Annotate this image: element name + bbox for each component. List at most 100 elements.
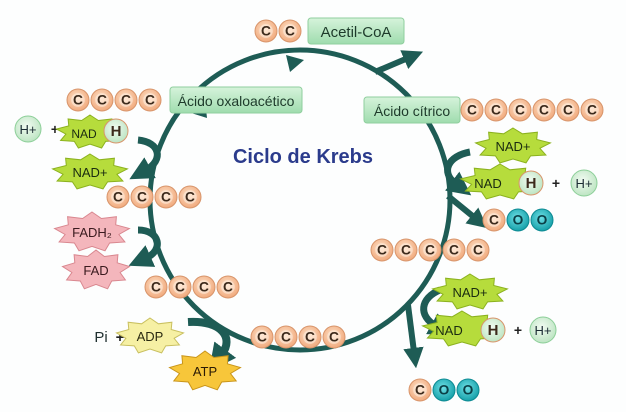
succinyl-carbons-atom-4-label: C xyxy=(329,330,339,345)
acetyl-box xyxy=(307,17,405,45)
citric-label: Ácido cítrico xyxy=(374,103,450,119)
nadh-hydrogen-2-label: H xyxy=(488,322,499,339)
succinyl-carbons-atom-1-label: C xyxy=(257,330,267,345)
oxaloacetic-label: Ácido oxaloacético xyxy=(178,93,295,109)
adp-label: ADP xyxy=(137,329,164,344)
citric-carbons-atom-3-label: C xyxy=(515,103,525,118)
plus-right-2: + xyxy=(514,322,522,338)
ketoglutarate-carbons-atom-1-label: C xyxy=(377,243,387,258)
succinate-carbons-atom-3: C xyxy=(154,185,178,209)
fad-star xyxy=(61,249,131,290)
h-plus-left xyxy=(14,115,42,143)
co2-bottom-atom-1: C xyxy=(408,378,432,402)
nadh-hydrogen-left-label: H xyxy=(111,123,122,140)
acetyl-carbons-atom-1-label: C xyxy=(261,24,271,39)
pi-label: Pi xyxy=(94,329,107,346)
co2-top-atom-1: C xyxy=(482,208,506,232)
co2-top-atom-2-label: O xyxy=(513,213,524,228)
nadh-hydrogen-2: H xyxy=(480,317,506,343)
oxaloacetic-carbons-atom-2-label: C xyxy=(97,93,107,108)
h-plus-right-2 xyxy=(529,316,557,344)
fumarate-carbons-atom-3: C xyxy=(192,275,216,299)
oxaloacetic-box xyxy=(169,86,303,114)
ketoglutarate-carbons-atom-1: C xyxy=(370,238,394,262)
plus-left-1: + xyxy=(51,121,59,137)
succinate-carbons-atom-1: C xyxy=(106,185,130,209)
succinyl-carbons-atom-4: C xyxy=(322,325,346,349)
cycle-title: Ciclo de Krebs xyxy=(233,146,373,168)
co2-bottom-atom-3-label: O xyxy=(463,383,474,398)
fumarate-carbons-atom-2-label: C xyxy=(175,280,185,295)
nad-plus-label-2: NAD+ xyxy=(452,285,487,300)
fumarate-carbons-atom-1-label: C xyxy=(151,280,161,295)
co2-top-atom-3: O xyxy=(530,208,554,232)
fumarate-carbons-atom-2: C xyxy=(168,275,192,299)
ketoglutarate-carbons-atom-4: C xyxy=(442,238,466,262)
plus-pi: + xyxy=(116,329,125,346)
succinyl-carbons-atom-3-label: C xyxy=(305,330,315,345)
oxaloacetic-carbons-atom-4: C xyxy=(138,88,162,112)
citric-carbons-atom-6: C xyxy=(580,98,604,122)
nad-plus-label-left: NAD+ xyxy=(72,165,107,180)
succinate-carbons-atom-4: C xyxy=(178,185,202,209)
h-plus-left-label: H+ xyxy=(20,122,37,137)
citric-carbons-atom-1: C xyxy=(460,98,484,122)
acetyl-label: Acetil-CoA xyxy=(321,24,392,41)
citric-carbons-atom-4: C xyxy=(532,98,556,122)
h-plus-right-1 xyxy=(570,169,598,197)
citric-carbons-atom-2-label: C xyxy=(491,103,501,118)
nad-plus-star-1 xyxy=(474,127,552,164)
acetyl-carbons-atom-2: C xyxy=(278,19,302,43)
co2-bottom-atom-2: O xyxy=(432,378,456,402)
succinyl-carbons-atom-3: C xyxy=(298,325,322,349)
nadh-hydrogen-1: H xyxy=(518,170,544,196)
co2-bottom-atom-3: O xyxy=(456,378,480,402)
nadh-label-2: NAD xyxy=(435,323,462,338)
oxaloacetic-carbons-atom-4-label: C xyxy=(145,93,155,108)
nad-plus-star-2 xyxy=(431,273,509,310)
oxaloacetic-carbons-atom-1-label: C xyxy=(73,93,83,108)
oxaloacetic-carbons-atom-3-label: C xyxy=(121,93,131,108)
atp-star xyxy=(168,350,242,391)
fumarate-carbons-atom-4-label: C xyxy=(223,280,233,295)
succinyl-carbons-atom-2: C xyxy=(274,325,298,349)
ketoglutarate-carbons-atom-2: C xyxy=(394,238,418,262)
ketoglutarate-carbons-atom-4-label: C xyxy=(449,243,459,258)
citric-carbons-atom-4-label: C xyxy=(539,103,549,118)
nadh-label-1: NAD xyxy=(474,176,501,191)
citric-carbons-atom-3: C xyxy=(508,98,532,122)
succinate-carbons-atom-3-label: C xyxy=(161,190,171,205)
nad-plus-label-1: NAD+ xyxy=(495,139,530,154)
co2-top-atom-3-label: O xyxy=(537,213,548,228)
nadh-hydrogen-left: H xyxy=(103,118,129,144)
arrow-out-top xyxy=(373,50,424,75)
fumarate-carbons-atom-3-label: C xyxy=(199,280,209,295)
ketoglutarate-carbons-atom-5: C xyxy=(466,238,490,262)
citric-box xyxy=(363,96,461,124)
oxaloacetic-carbons-atom-1: C xyxy=(66,88,90,112)
ketoglutarate-carbons-atom-2-label: C xyxy=(401,243,411,258)
citric-carbons-atom-1-label: C xyxy=(467,103,477,118)
co2-top-atom-1-label: C xyxy=(489,213,499,228)
fumarate-carbons-atom-1: C xyxy=(144,275,168,299)
fumarate-carbons-atom-4: C xyxy=(216,275,240,299)
adp-star xyxy=(115,317,185,354)
arrow-nad-left xyxy=(129,136,161,180)
co2-bottom-atom-1-label: C xyxy=(415,383,425,398)
fadh2-star xyxy=(53,211,131,252)
fad-label: FAD xyxy=(83,263,108,278)
h-plus-right-1-label: H+ xyxy=(576,176,593,191)
plus-right-1: + xyxy=(552,175,560,191)
succinyl-carbons-atom-1: C xyxy=(250,325,274,349)
ketoglutarate-carbons-atom-5-label: C xyxy=(473,243,483,258)
oxaloacetic-carbons-atom-3: C xyxy=(114,88,138,112)
citric-carbons-atom-2: C xyxy=(484,98,508,122)
ketoglutarate-carbons-atom-3-label: C xyxy=(425,243,435,258)
citric-carbons-atom-5: C xyxy=(556,98,580,122)
atp-label: ATP xyxy=(193,364,217,379)
succinate-carbons-atom-1-label: C xyxy=(113,190,123,205)
citric-carbons-atom-5-label: C xyxy=(563,103,573,118)
arrow-head-top xyxy=(286,55,304,72)
